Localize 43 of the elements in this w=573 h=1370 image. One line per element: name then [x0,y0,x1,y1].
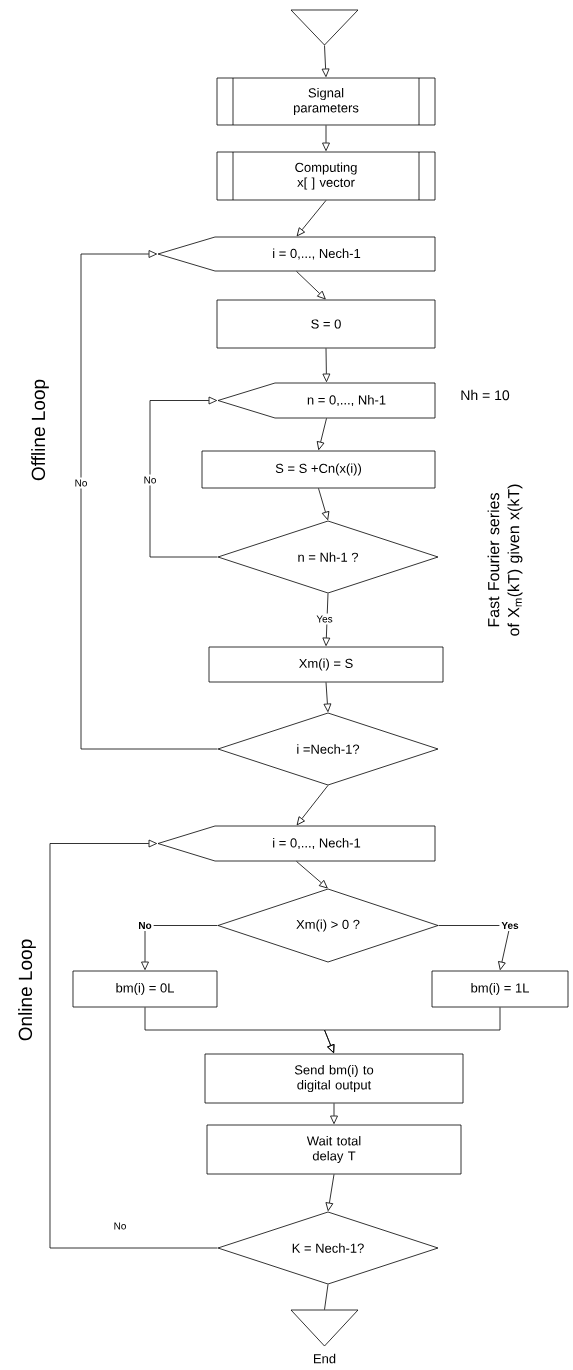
arrow [296,271,326,300]
arrow [330,1103,338,1125]
process-box: S = S +Cn(x(i)) [201,450,436,489]
arrow [318,488,330,521]
arrow [149,396,218,558]
edge-label: Yes [314,613,335,625]
loop-title: Online Loop [18,939,36,1041]
arrow [322,593,331,646]
arrow [321,45,330,78]
process-box: bm(i) = 0L [72,970,218,1008]
terminal-triangle [290,9,359,46]
arrow [438,925,511,971]
end-label: End [314,1353,336,1364]
loop-limit-box: i = 0,..., Nech-1 [157,236,436,272]
arrow [324,1007,501,1054]
loop-limit-box: n = 0,..., Nh-1 [217,382,436,419]
arrow [316,418,327,451]
arrow [322,125,330,151]
edge-label: No [111,1220,129,1232]
arrow [80,250,218,750]
process-box: bm(i) = 1L [431,970,569,1008]
arrow [141,925,218,971]
process-box: Wait total delay T [206,1124,462,1175]
terminal-triangle [290,1309,359,1347]
process-box: Send bm(i) to digital output [204,1053,464,1104]
process-box: Xm(i) = S [208,646,444,683]
loop-limit-box: i = 0,..., Nech-1 [157,825,436,862]
arrow [296,785,329,826]
arrow [325,1174,335,1212]
edge-label: No [141,474,159,486]
subroutine-box: Computing x[ ] vector [216,151,436,201]
arrow [323,682,332,712]
loop-title: Offline Loop [31,379,49,481]
arrow [322,348,331,382]
note: Nh = 10 [461,389,510,401]
edge-label: Yes [499,920,521,931]
arrow [296,200,327,237]
edge-label: No [136,920,154,931]
arrow [49,839,218,1249]
edge-label: No [72,477,90,489]
subroutine-box: Signal parameters [216,77,436,126]
arrow [296,861,328,889]
process-box: S = 0 [216,299,436,349]
